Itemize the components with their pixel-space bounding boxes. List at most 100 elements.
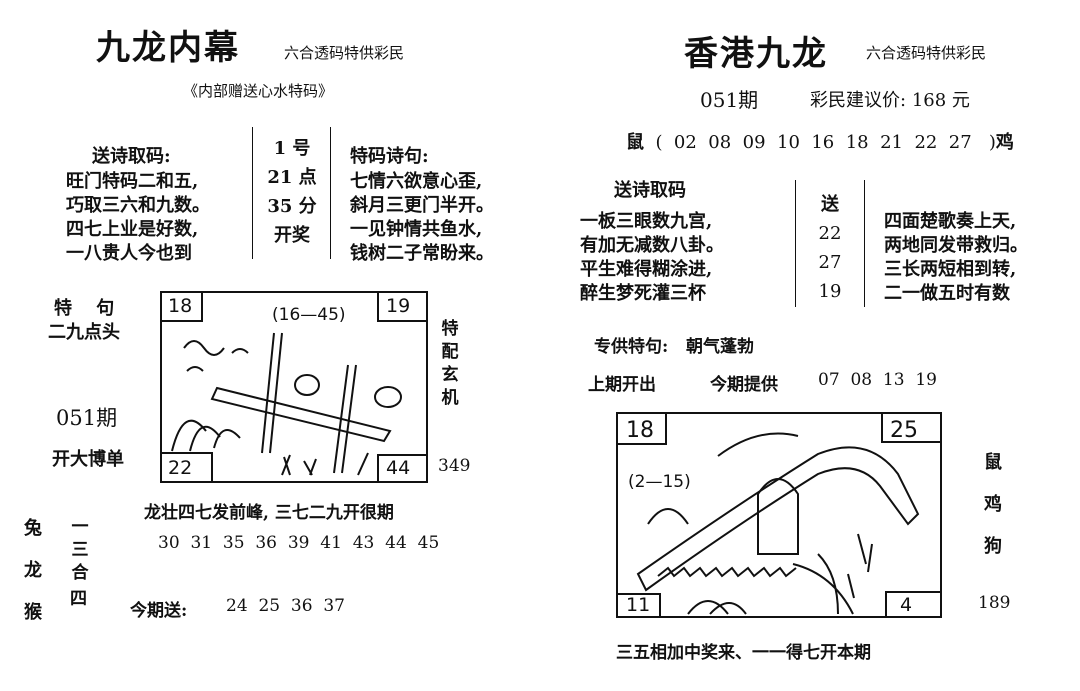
- right-corner-number: 11: [626, 594, 651, 616]
- number: 30: [158, 533, 180, 553]
- right-footer: 三五相加中奖来、一一得七开本期: [616, 643, 871, 663]
- sketch-wave: [186, 348, 249, 372]
- number: 07: [818, 370, 840, 390]
- number: 31: [190, 533, 213, 553]
- divider: [252, 127, 253, 259]
- number: 37: [323, 596, 345, 616]
- sketch-scales: [657, 566, 797, 578]
- left-issue: 051期: [56, 406, 118, 430]
- number: 08: [708, 132, 732, 153]
- special-phrase: 二九点头: [48, 322, 120, 343]
- special-poem: 七情六欲意心歪, 斜月三更门半开。 一见钟情共鱼水, 钱树二子常盼来。: [350, 170, 494, 266]
- sketch-wave: [647, 508, 747, 615]
- price-label: 彩民建议价:: [810, 90, 907, 111]
- zodiac: 兔: [24, 518, 42, 539]
- number: 36: [255, 533, 277, 553]
- special-poem-line: 钱树二子常盼来。: [350, 243, 494, 264]
- right-poem-left: 一板三眼数九宫, 有加无减数八卦。 平生难得糊涂进, 醉生梦死灌三杯: [580, 210, 724, 306]
- right-poem-line: 一板三眼数九宫,: [580, 211, 713, 232]
- left-poem-heading: 送诗取码:: [92, 146, 171, 167]
- divider: [795, 180, 796, 307]
- zodiac: 鸡: [984, 494, 1002, 515]
- sketch-fish: [294, 374, 320, 396]
- sketch-fall: [792, 553, 854, 615]
- corner-divider: [162, 452, 213, 481]
- left-mystery-number: 349: [438, 456, 471, 476]
- last-issue-label: 上期开出: [588, 375, 656, 395]
- corner-divider: [162, 293, 203, 322]
- sketch-pole: [333, 364, 357, 474]
- right-sketch-drawing: [618, 414, 940, 616]
- divider: [330, 127, 331, 259]
- right-corner-number: 25: [890, 418, 918, 443]
- number: 21: [880, 132, 903, 153]
- today-label: 今期送:: [130, 601, 188, 621]
- sketch-grass: [171, 419, 241, 452]
- right-corner-number: 18: [626, 418, 654, 443]
- left-numbers: 30 31 35 36 39 41 43 44 45: [158, 533, 439, 553]
- sketch-grass: [281, 452, 369, 476]
- number: 36: [290, 596, 313, 616]
- gift-number: 22: [818, 223, 842, 244]
- trio-label: 一三合: [71, 517, 89, 583]
- number: 44: [385, 533, 407, 553]
- sketch-figure: [757, 478, 799, 555]
- corner-divider: [881, 414, 940, 443]
- left-poem-line: 巧取三六和九数。: [66, 195, 210, 216]
- right-range-note: (2—15): [628, 472, 691, 492]
- left-puzzle-image: 18 19 22 44 (16—45): [160, 291, 428, 483]
- price-value: 168 元: [911, 90, 970, 111]
- number: 09: [742, 132, 766, 153]
- right-poem-line: 四面楚歌奏上天,: [884, 211, 1017, 232]
- divider: [864, 180, 865, 307]
- number: 45: [417, 533, 440, 553]
- corner-divider: [377, 454, 426, 481]
- today-numbers: 24 25 36 37: [226, 596, 345, 616]
- draw-time-line: 21 点: [267, 167, 317, 188]
- special-phrase-label: 特 句: [54, 298, 115, 319]
- left-corner-number: 44: [386, 457, 411, 479]
- number: 41: [320, 533, 342, 553]
- number: 10: [777, 132, 800, 153]
- number: 22: [914, 132, 938, 153]
- left-tagline: 《内部赠送心水特码》: [183, 82, 334, 100]
- draw-time-box: 1 号 21 点 35 分 开奖: [256, 134, 328, 250]
- range-start-zodiac: 鼠: [626, 132, 644, 153]
- right-title: 香港九龙: [684, 34, 828, 74]
- number: 16: [811, 132, 835, 153]
- zodiac: 狗: [984, 536, 1002, 557]
- zodiac: 龙: [24, 560, 42, 581]
- left-corner-number: 18: [168, 295, 193, 317]
- right-poem-line: 平生难得糊涂进,: [580, 259, 713, 280]
- this-issue-label: 今期提供: [710, 375, 778, 395]
- sketch-dragon: [636, 446, 920, 592]
- number: 25: [258, 596, 281, 616]
- right-poem-line: 两地同发带救归。: [884, 235, 1028, 256]
- left-poem-line: 一八贵人今也到: [66, 243, 192, 264]
- this-issue-numbers: 07 08 13 19: [818, 370, 937, 390]
- sketch-wave: [717, 432, 799, 457]
- trio-label-four: 四: [70, 589, 87, 609]
- gift-number-box: 送 22 27 19: [798, 190, 862, 306]
- left-title: 九龙内幕: [96, 28, 240, 68]
- corner-divider: [618, 414, 667, 445]
- left-subtitle: 六合透码特供彩民: [284, 44, 405, 62]
- sketch-grass: [847, 533, 873, 599]
- special-label: 专供特句:: [594, 337, 669, 357]
- right-puzzle-image: 18 25 11 4 (2—15): [616, 412, 942, 618]
- right-subtitle: 六合透码特供彩民: [866, 44, 987, 62]
- draw-time-line: 开奖: [274, 225, 310, 246]
- right-poem-line: 醉生梦死灌三杯: [580, 283, 706, 304]
- gift-number: 19: [818, 281, 842, 302]
- zodiac: 鼠: [984, 452, 1002, 473]
- draw-time-line: 1 号: [273, 138, 311, 159]
- number: 08: [850, 370, 873, 390]
- sketch-log: [210, 386, 392, 443]
- special-value: 朝气蓬勃: [686, 337, 755, 357]
- zodiac: 猴: [24, 602, 42, 623]
- gift-number: 27: [818, 252, 842, 273]
- left-sketch-drawing: [162, 293, 426, 481]
- mystery-label: 特配玄机: [441, 319, 459, 408]
- number: 43: [352, 533, 375, 553]
- price: 彩民建议价: 168 元: [810, 86, 970, 112]
